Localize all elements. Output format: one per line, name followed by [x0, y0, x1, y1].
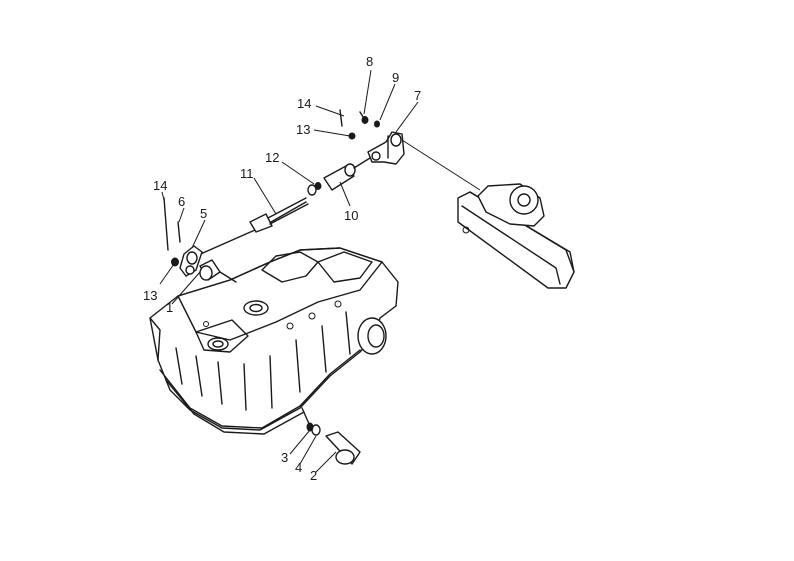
hardware-upper	[339, 109, 380, 140]
bellcrank	[367, 131, 405, 165]
callout-3: 3	[281, 450, 288, 465]
callout-labels: 8 9 7 14 13 12 11 10 14 6 5 13 1 3 4 2	[143, 54, 421, 483]
gearbox-housing	[149, 247, 399, 435]
callout-14-upper: 14	[297, 96, 311, 111]
callout-12: 12	[265, 150, 279, 165]
callout-7: 7	[414, 88, 421, 103]
callout-5: 5	[200, 206, 207, 221]
callout-14-lower: 14	[153, 178, 167, 193]
callout-4: 4	[295, 460, 302, 475]
pedal	[457, 183, 575, 289]
callout-9: 9	[392, 70, 399, 85]
lever	[163, 197, 237, 283]
leader-lines	[159, 69, 419, 473]
shaft	[301, 407, 361, 465]
callout-6: 6	[178, 194, 185, 209]
linkage	[195, 139, 481, 257]
callout-11: 11	[240, 166, 254, 181]
callout-13-upper: 13	[296, 122, 310, 137]
callout-1: 1	[166, 300, 173, 315]
callout-8: 8	[366, 54, 373, 69]
callout-13-lower: 13	[143, 288, 157, 303]
callout-2: 2	[310, 468, 317, 483]
callout-10: 10	[344, 208, 358, 223]
